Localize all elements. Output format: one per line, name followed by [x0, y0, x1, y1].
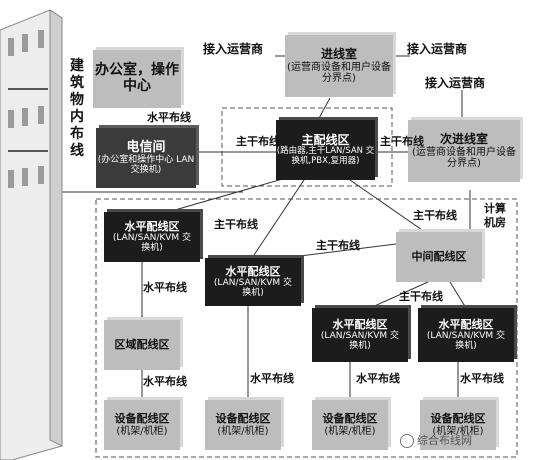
watermark-icon: [400, 434, 414, 448]
main-distribution-box: 主配线区 (路由器,主干LAN/SAN 交换机,PBX,复用器): [276, 120, 375, 180]
secondary-entrance-sub: (运营商设备和用户设备分界点): [412, 146, 516, 169]
equipment-dist-box-2: 设备配线区 (机架/机柜): [205, 400, 281, 450]
computer-room-label: 计算机房: [484, 202, 506, 229]
intermediate-to-hd4-line: [449, 281, 467, 309]
horizontal-dist-title-1: 水平配线区: [124, 219, 180, 233]
horizontal-dist-title-3: 水平配线区: [332, 317, 388, 331]
equipment-dist-sub-4: (机架/机柜): [432, 425, 484, 437]
entrance-room-sub: (运营商设备和用户设备分界点): [287, 61, 391, 84]
horizontal-dist-sub-3: (LAN/SAN/KVM 交换机): [320, 331, 400, 352]
horizontal-cabling-label-telecom: 水平布线: [147, 111, 191, 124]
equipment-dist-title-4: 设备配线区: [430, 412, 486, 426]
secondary-entrance-title: 次进线室: [439, 132, 488, 147]
horizontal-dist-box-3: 水平配线区 (LAN/SAN/KVM 交换机): [312, 308, 408, 362]
equipment-dist-title-1: 设备配线区: [114, 412, 170, 426]
equipment-dist-title-2: 设备配线区: [215, 412, 271, 426]
telecom-room-title: 电信间: [126, 139, 166, 155]
equipment-dist-box-4: 设备配线区 (机架/机柜): [420, 400, 496, 450]
horizontal-cabling-label-zone: 水平布线: [143, 281, 187, 294]
carrier-access-label-lower: 接入运营商: [425, 76, 486, 90]
equipment-dist-box-1: 设备配线区 (机架/机柜): [104, 400, 180, 450]
backbone-cabling-label-hd1: 主干布线: [214, 218, 258, 231]
backbone-cabling-label-intermediate: 主干布线: [399, 290, 443, 303]
office-label: 办公室，操作中心: [95, 62, 179, 94]
equipment-dist-sub-2: (机架/机柜): [217, 425, 269, 437]
horizontal-dist-box-2: 水平配线区 (LAN/SAN/KVM 交换机): [205, 258, 301, 306]
main-to-intermediate-line: [349, 179, 426, 233]
watermark: 综合布线网: [400, 432, 472, 448]
horizontal-cabling-label-eq4: 水平布线: [460, 372, 504, 385]
horizontal-cabling-label-eq3: 水平布线: [356, 372, 400, 385]
computer-room-boundary: [95, 198, 518, 458]
telecom-room-box: 电信间 (办公室和操作中心 LAN 交换机): [96, 128, 196, 188]
equipment-dist-box-3: 设备配线区 (机架/机柜): [312, 400, 388, 450]
main-to-intermediate-2-line: [299, 243, 397, 257]
zone-dist-title: 区域配线区: [114, 337, 170, 351]
intermediate-to-hd3-line: [369, 281, 429, 309]
entrance-room-box: 进线室 (运营商设备和用户设备分界点): [285, 35, 393, 97]
telecom-room-sub: (办公室和操作中心 LAN 交换机): [97, 155, 195, 176]
horizontal-dist-sub-4: (LAN/SAN/KVM 交换机): [426, 331, 506, 352]
horizontal-cabling-label-eq1: 水平布线: [143, 375, 187, 388]
main-area-boundary: [221, 107, 393, 187]
backbone-cabling-label-hd2: 主干布线: [316, 239, 360, 252]
horizontal-dist-sub-1: (LAN/SAN/KVM 交换机): [112, 233, 192, 254]
entrance-room-title: 进线室: [320, 47, 357, 62]
building-icon: [0, 9, 63, 460]
equipment-dist-title-3: 设备配线区: [322, 412, 378, 426]
main-to-hd2-line: [251, 179, 305, 259]
horizontal-dist-title-2: 水平配线区: [225, 264, 281, 278]
carrier-access-label-right: 接入运营商: [407, 42, 468, 56]
horizontal-dist-box-4: 水平配线区 (LAN/SAN/KVM 交换机): [418, 308, 514, 362]
horizontal-dist-title-4: 水平配线区: [438, 317, 494, 331]
intermediate-dist-box: 中间配线区: [396, 232, 482, 282]
office-box: 办公室，操作中心: [93, 50, 181, 108]
main-to-entrance-line: [317, 97, 331, 121]
backbone-cabling-label-right-1: 主干布线: [380, 135, 424, 148]
main-distribution-title: 主配线区: [301, 132, 350, 147]
horizontal-dist-box-1: 水平配线区 (LAN/SAN/KVM 交换机): [104, 212, 200, 262]
main-distribution-sub: (路由器,主干LAN/SAN 交换机,PBX,复用器): [276, 146, 375, 166]
carrier-access-label-left: 接入运营商: [203, 42, 264, 56]
horizontal-dist-sub-2: (LAN/SAN/KVM 交换机): [213, 278, 293, 299]
horizontal-cabling-label-eq2: 水平布线: [250, 372, 294, 385]
zone-dist-box: 区域配线区: [104, 320, 180, 370]
main-to-hd1-line: [167, 177, 287, 213]
secondary-entrance-box: 次进线室 (运营商设备和用户设备分界点): [408, 120, 520, 182]
backbone-cabling-label-left-1: 主干布线: [236, 135, 280, 148]
building-label: 建筑物内布线: [70, 58, 84, 159]
equipment-dist-sub-3: (机架/机柜): [324, 425, 376, 437]
watermark-text: 综合布线网: [417, 434, 472, 447]
backbone-cabling-label-secondary: 主干布线: [413, 209, 457, 222]
intermediate-dist-title: 中间配线区: [411, 249, 467, 263]
equipment-dist-sub-1: (机架/机柜): [116, 425, 168, 437]
